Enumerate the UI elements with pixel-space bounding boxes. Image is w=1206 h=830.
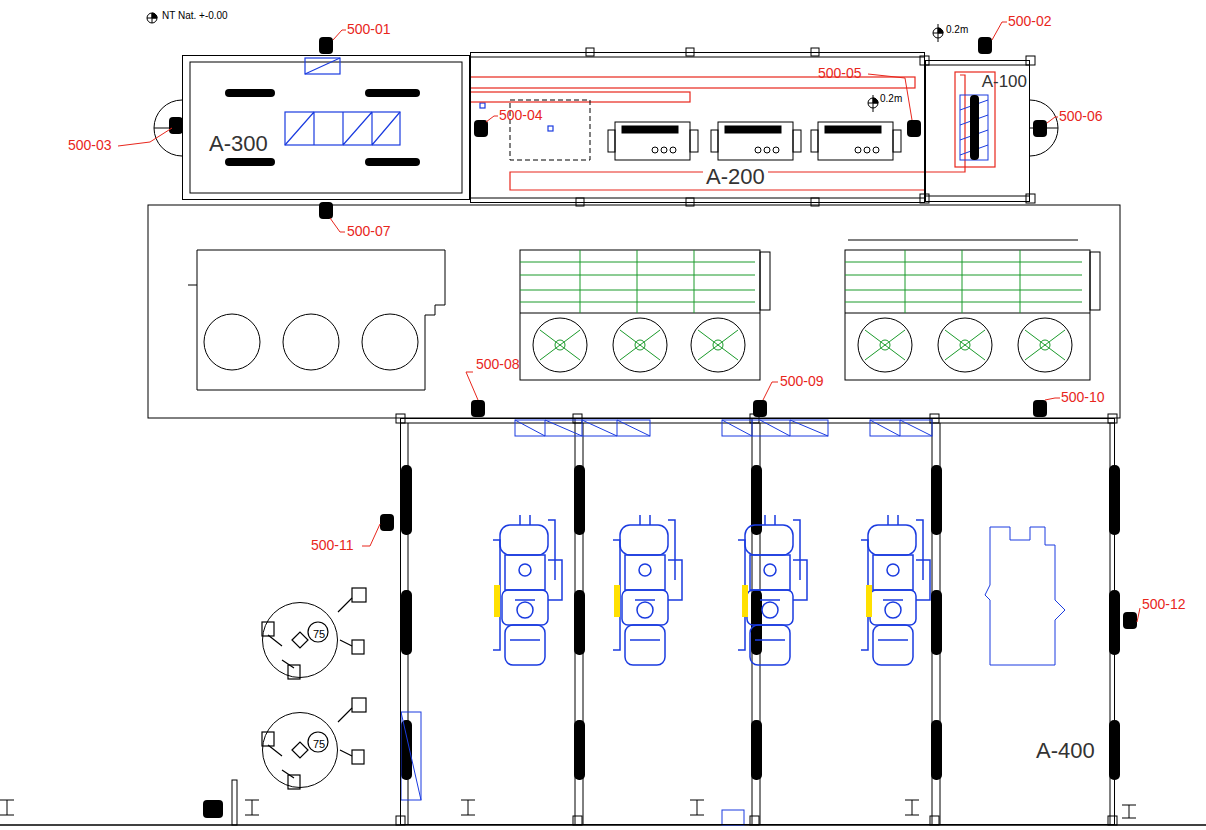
- callout-number: 500-12: [1142, 597, 1186, 612]
- room-name: A-400: [1036, 739, 1095, 763]
- tank-number: 75: [313, 738, 325, 750]
- tank-circle: 75: [262, 712, 338, 788]
- callout-number: 500-03: [68, 138, 112, 153]
- room-name: A-300: [209, 132, 268, 156]
- room-outline: A-400: [400, 418, 1115, 825]
- callout-number: 500-02: [1008, 14, 1052, 29]
- callout-number: 500-04: [499, 108, 543, 123]
- tank-number: 75: [313, 628, 325, 640]
- callout-number: 500-10: [1061, 390, 1105, 405]
- room-outline: A-300: [182, 55, 470, 200]
- callout-number: 500-01: [347, 22, 391, 37]
- tank-circle: 75: [262, 602, 338, 678]
- callout-number: 500-08: [476, 357, 520, 372]
- callout-number: 500-09: [780, 374, 824, 389]
- room-name: A-200: [703, 165, 768, 189]
- level-mark: NT Nat. +-0.00: [162, 10, 228, 21]
- callout-number: 500-05: [818, 66, 862, 81]
- room-outline: A-100: [925, 60, 1030, 202]
- callout-number: 500-07: [347, 224, 391, 239]
- level-mark: 0.2m: [880, 93, 902, 104]
- room-name: A-100: [982, 73, 1027, 92]
- callout-number: 500-11: [311, 538, 354, 553]
- level-mark: 0.2m: [946, 24, 968, 35]
- callout-number: 500-06: [1059, 109, 1103, 124]
